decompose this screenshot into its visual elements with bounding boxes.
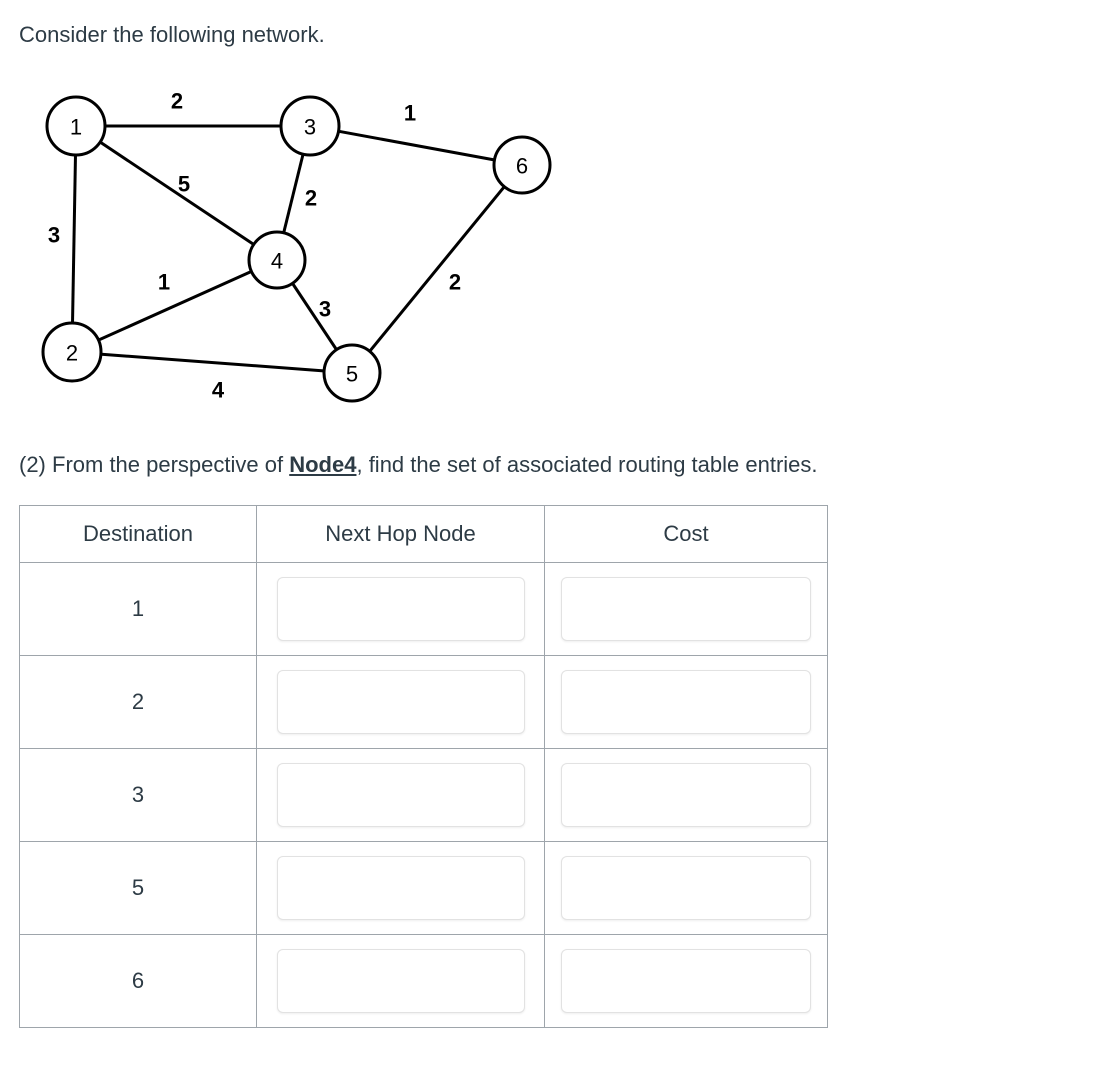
graph-node-4: 4 (247, 230, 307, 290)
cost-cell (544, 562, 828, 656)
cost-input-3[interactable] (561, 763, 811, 827)
node-label-1: 1 (70, 115, 82, 140)
edge-3-4 (281, 152, 305, 235)
cost-cell (544, 655, 828, 749)
edge-3-6 (337, 129, 496, 162)
next-hop-cell (256, 934, 545, 1028)
edge-2-4 (96, 269, 253, 342)
node-label-2: 2 (66, 341, 78, 366)
node-layer: 1 2 3 4 5 6 (41, 95, 552, 403)
cost-input-5[interactable] (561, 856, 811, 920)
edge-2-5 (99, 352, 326, 373)
cost-cell (544, 934, 828, 1028)
cost-cell (544, 748, 828, 842)
edge-weight-layer: 2 3 5 2 1 1 4 3 2 (48, 89, 461, 403)
edge-weight-1-2: 3 (48, 223, 60, 248)
node-label-4: 4 (271, 249, 283, 274)
header-cost: Cost (544, 505, 828, 563)
table-row: 5 (19, 841, 828, 935)
table-row: 1 (19, 562, 828, 656)
network-graph-svg: 1 2 3 4 5 6 2 3 5 2 1 1 4 3 2 (41, 89, 552, 403)
node-circle-6 (492, 135, 552, 195)
next-hop-input-5[interactable] (276, 856, 525, 920)
edge-layer (70, 124, 507, 373)
next-hop-input-3[interactable] (276, 763, 525, 827)
edge-5-6 (367, 184, 507, 354)
destination-cell: 3 (19, 748, 257, 842)
next-hop-input-2[interactable] (276, 670, 525, 734)
graph-node-6: 6 (492, 135, 552, 195)
header-destination: Destination (19, 505, 257, 563)
intro-text: Consider the following network. (19, 22, 325, 47)
graph-node-5: 5 (322, 343, 382, 403)
destination-cell: 5 (19, 841, 257, 935)
edge-weight-2-4: 1 (158, 270, 170, 295)
cost-input-2[interactable] (561, 670, 811, 734)
next-hop-cell (256, 655, 545, 749)
network-diagram: 1 2 3 4 5 6 2 3 5 2 1 1 4 3 2 (0, 75, 600, 425)
next-hop-cell (256, 841, 545, 935)
node-label-5: 5 (346, 362, 358, 387)
question-emphasis-node: Node4 (289, 452, 357, 477)
edge-weight-1-4: 5 (178, 172, 190, 197)
edge-4-5 (290, 281, 339, 352)
cost-cell (544, 841, 828, 935)
table-row: 6 (19, 934, 828, 1028)
edge-weight-3-4: 2 (305, 186, 317, 211)
next-hop-input-1[interactable] (276, 577, 525, 641)
next-hop-cell (256, 748, 545, 842)
question-suffix: , find the set of associated routing tab… (356, 452, 818, 477)
node-circle-3 (279, 95, 341, 157)
cost-input-1[interactable] (561, 577, 811, 641)
node-circle-2 (41, 321, 103, 383)
cost-input-6[interactable] (561, 949, 811, 1013)
graph-node-2: 2 (41, 321, 103, 383)
table-header-row: Destination Next Hop Node Cost (19, 505, 828, 563)
graph-node-1: 1 (45, 95, 107, 157)
edge-weight-5-6: 2 (449, 270, 461, 295)
node-circle-4 (247, 230, 307, 290)
graph-node-3: 3 (279, 95, 341, 157)
destination-cell: 2 (19, 655, 257, 749)
edge-weight-2-5: 4 (212, 378, 225, 403)
question-prefix: (2) From the perspective of (19, 452, 290, 477)
table-row: 2 (19, 655, 828, 749)
destination-cell: 1 (19, 562, 257, 656)
node-label-6: 6 (516, 154, 528, 179)
edge-1-2 (70, 153, 78, 325)
edge-weight-4-5: 3 (319, 297, 331, 322)
edge-weight-3-6: 1 (404, 101, 416, 126)
edge-weight-1-3: 2 (171, 89, 183, 114)
edge-1-4 (98, 140, 256, 247)
node-circle-5 (322, 343, 382, 403)
question-text: (2) From the perspective of Node4, find … (19, 450, 818, 480)
next-hop-input-6[interactable] (276, 949, 525, 1013)
next-hop-cell (256, 562, 545, 656)
table-row: 3 (19, 748, 828, 842)
node-label-3: 3 (304, 115, 316, 140)
node-circle-1 (45, 95, 107, 157)
destination-cell: 6 (19, 934, 257, 1028)
header-next-hop: Next Hop Node (256, 505, 545, 563)
